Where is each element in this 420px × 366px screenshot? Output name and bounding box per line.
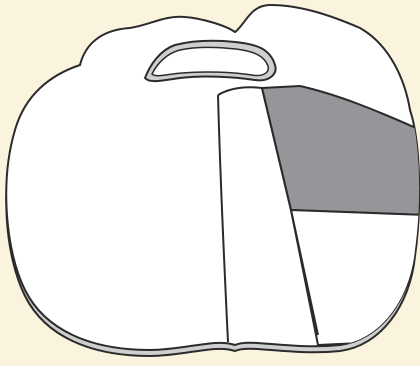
cerebellum-diagram: [0, 0, 420, 366]
diagram-canvas: [0, 0, 420, 366]
